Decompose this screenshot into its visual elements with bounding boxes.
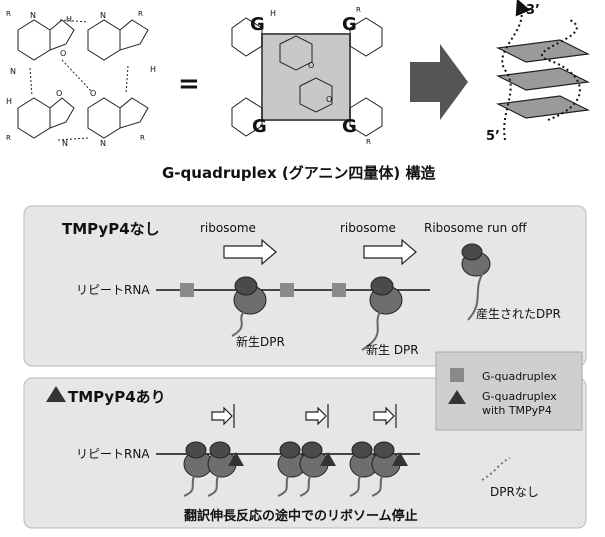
- atom-o: O: [90, 89, 96, 98]
- legend-item-2a: G-quadruplex: [482, 390, 557, 403]
- label-3-prime: 3’: [526, 3, 540, 18]
- atom-h: H: [150, 65, 156, 74]
- g-quadruplex-square: [332, 283, 346, 297]
- atom-n: N: [100, 11, 106, 20]
- ribosome-direction-arrow-icon: [363, 238, 417, 266]
- atom-r: R: [140, 134, 145, 142]
- quadruplex-stack-3d: 3’ 5’: [486, 0, 591, 144]
- ribosome-icon: [231, 276, 267, 337]
- legend-box: [435, 351, 583, 431]
- atom-h: H: [6, 97, 12, 106]
- atom-h: H: [270, 9, 276, 18]
- atom-r: R: [366, 138, 371, 146]
- g-letter-bottom-right: G: [342, 116, 357, 137]
- label-5-prime: 5’: [486, 129, 500, 144]
- legend-item-1: G-quadruplex: [482, 370, 557, 383]
- g-letter-bottom-left: G: [252, 116, 267, 137]
- atom-o: O: [60, 49, 66, 58]
- tetrad-plane-square: [261, 33, 351, 121]
- ribosome-icon: [361, 276, 403, 351]
- ribosome-runoff-label: Ribosome run off: [424, 221, 527, 235]
- equals-sign: =: [178, 69, 200, 99]
- panel2-title: TMPyP4あり: [68, 388, 166, 406]
- atom-n: N: [100, 139, 106, 148]
- atom-r: R: [6, 10, 11, 18]
- panel-without-tmpyp4: [23, 205, 587, 367]
- guanine-atom-labels: R N H O N N R H H O O R N N R: [6, 10, 156, 148]
- produced-dpr-label: 産生されたDPR: [476, 306, 561, 321]
- atom-n: N: [10, 67, 16, 76]
- atom-o: O: [326, 95, 332, 104]
- g-letter-top-right: G: [342, 14, 357, 35]
- repeat-rna-label-2: リピートRNA: [76, 447, 150, 461]
- g-quadruplex-square: [180, 283, 194, 297]
- nascent-dpr-label-1: 新生DPR: [236, 334, 285, 349]
- atom-n: N: [30, 11, 36, 20]
- tetrad-with-square: G G G G H O O R R: [231, 6, 383, 146]
- atom-o: O: [308, 61, 314, 70]
- big-arrow-icon: [410, 44, 468, 120]
- g-quadruplex-square: [280, 283, 294, 297]
- legend-square-icon: [450, 368, 464, 382]
- legend-triangle-icon: [448, 390, 466, 404]
- stalled-ribosome-cluster-3: [349, 441, 408, 497]
- ribosome-label-2: ribosome: [340, 221, 396, 235]
- no-dpr-label: DPRなし: [490, 485, 539, 499]
- stall-arrows: [211, 404, 397, 428]
- stalled-ribosome-cluster-2: [277, 441, 336, 497]
- atom-r: R: [356, 6, 361, 14]
- released-ribosome-icon: [461, 243, 491, 321]
- g-letter-top-left: G: [250, 14, 265, 35]
- guanine-tetrad-structure: [17, 19, 149, 141]
- panel1-title: TMPyP4なし: [62, 220, 160, 238]
- atom-r: R: [138, 10, 143, 18]
- ribosome-stall-caption: 翻訳伸長反応の途中でのリボソーム停止: [184, 508, 418, 524]
- tmpyp4-triangle-icon: [46, 386, 66, 402]
- atom-n: N: [62, 139, 68, 148]
- atom-h: H: [66, 15, 72, 24]
- repeat-rna-label-1: リピートRNA: [76, 283, 150, 297]
- structure-caption: G-quadruplex (グアニン四量体) 構造: [162, 164, 435, 182]
- ribosome-label-1: ribosome: [200, 221, 256, 235]
- stalled-ribosome-cluster-1: [183, 441, 244, 497]
- atom-r: R: [6, 134, 11, 142]
- legend-item-2b: with TMPyP4: [482, 404, 552, 417]
- ribosome-direction-arrow-icon: [223, 238, 277, 266]
- nascent-dpr-label-2: 新生 DPR: [366, 342, 419, 357]
- atom-o: O: [56, 89, 62, 98]
